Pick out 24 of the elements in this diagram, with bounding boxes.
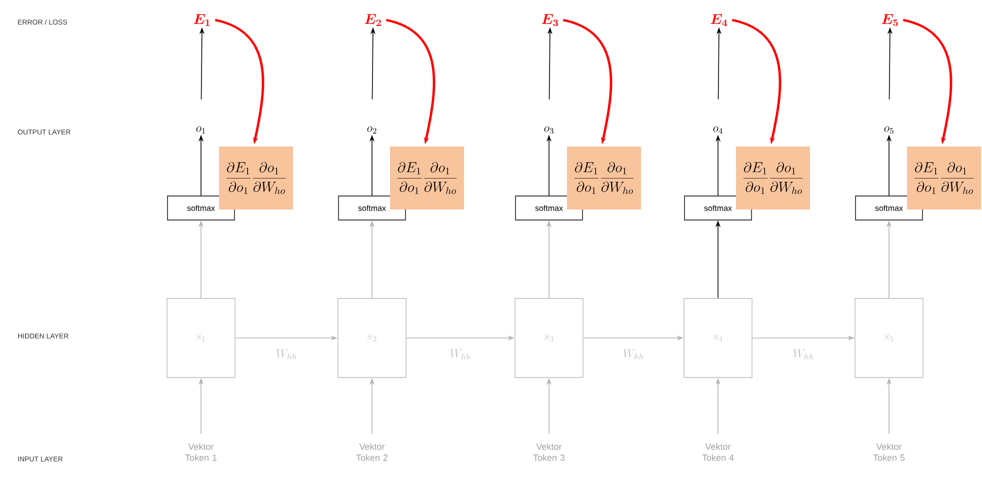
- input-token-label: Vektor Token 1: [185, 443, 217, 461]
- gradient-formula-box: $\frac{\partial E_1}{\partial o_1}\frac{\partial o_1}{\partial W_{ho}}$: [907, 146, 981, 210]
- error-label: $E_3$: [542, 14, 558, 26]
- input-token-label: Vektor Token 5: [873, 443, 905, 461]
- output-label: $o_4$: [713, 126, 722, 134]
- output-label: $o_2$: [367, 126, 376, 134]
- error-label: $E_4$: [710, 14, 728, 26]
- gradient-formula-box: $\frac{\partial E_1}{\partial o_1}\frac{\partial o_1}{\partial W_{ho}}$: [390, 146, 464, 210]
- error-label: $E_5$: [882, 14, 898, 26]
- input-token-label: Vektor Token 3: [533, 443, 565, 461]
- error-label: $E_2$: [364, 14, 381, 26]
- edge-label: $W_{hh}$: [792, 348, 816, 360]
- error-label: $E_1$: [194, 14, 210, 26]
- output-label: $o_3$: [544, 126, 554, 134]
- gradient-formula-box: $\frac{\partial E_1}{\partial o_1}\frac{\partial o_1}{\partial W_{ho}}$: [219, 146, 293, 210]
- gradient-formula-box: $\frac{\partial E_1}{\partial o_1}\frac{\partial o_1}{\partial W_{ho}}$: [736, 146, 810, 210]
- gradient-formula-box: $\frac{\partial E_1}{\partial o_1}\frac{\partial o_1}{\partial W_{ho}}$: [567, 146, 641, 210]
- edge-label: $W_{hh}$: [448, 348, 472, 360]
- edge-label: $W_{hh}$: [274, 348, 298, 360]
- output-label: $o_5$: [884, 126, 894, 134]
- edge-label: $W_{hh}$: [622, 348, 646, 360]
- input-token-label: Vektor Token 2: [356, 443, 388, 461]
- output-label: $o_1$: [196, 126, 206, 134]
- input-token-label: Vektor Token 4: [702, 443, 734, 461]
